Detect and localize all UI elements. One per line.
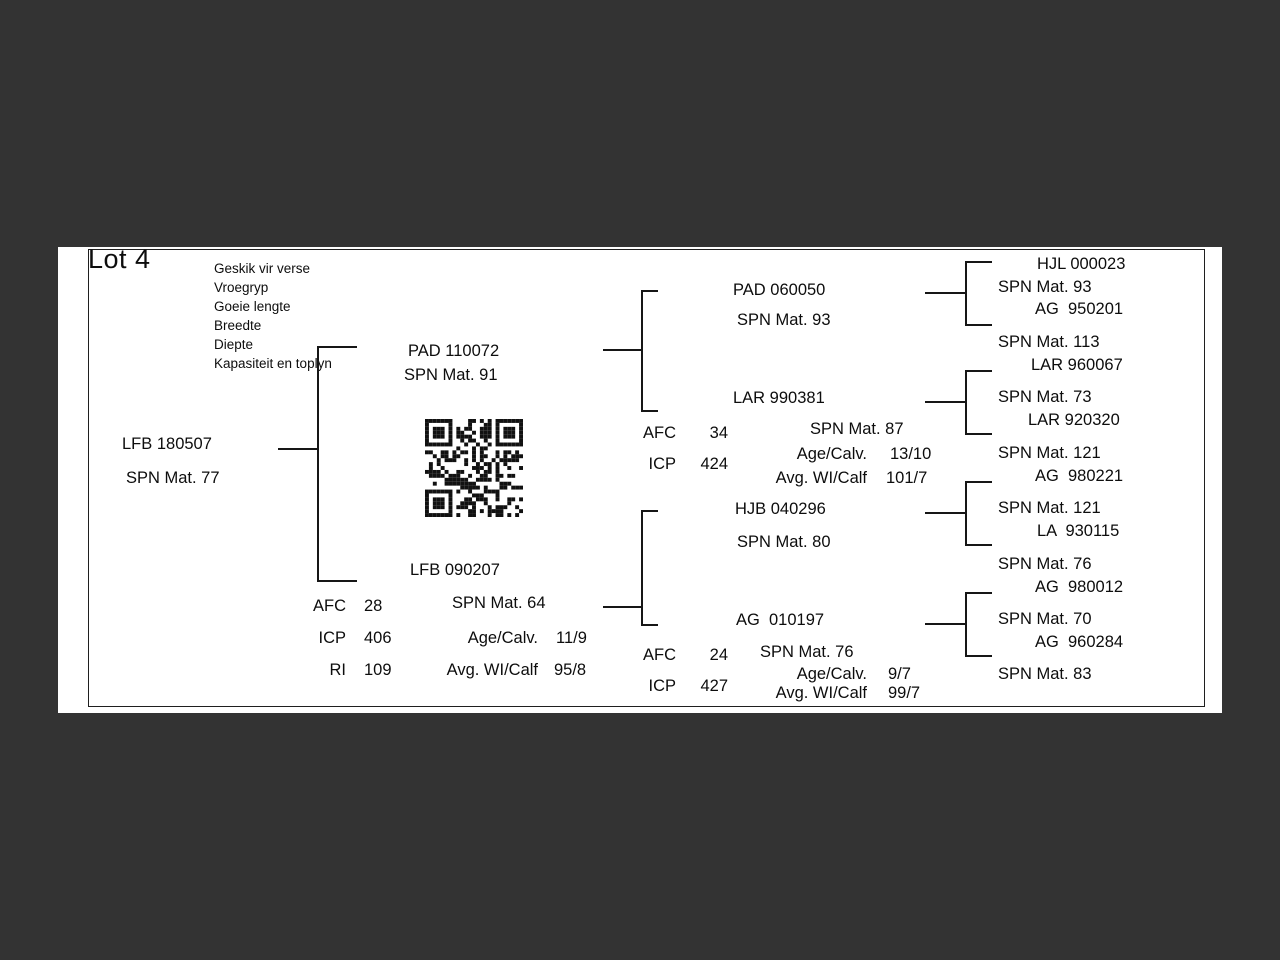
subject-spn: SPN Mat. 77	[126, 469, 220, 487]
pedigree-connector	[965, 261, 992, 326]
note-line: Goeie lengte	[214, 299, 291, 314]
dam-ri-value: 109	[364, 661, 392, 679]
gp-dam-sire-name: HJB 040296	[735, 500, 826, 518]
ggp-spn: SPN Mat. 76	[998, 555, 1092, 573]
dam-name: LFB 090207	[410, 561, 500, 579]
note-line: Geskik vir verse	[214, 261, 311, 276]
ggp-spn: SPN Mat. 83	[998, 665, 1092, 683]
pedigree-connector	[965, 481, 992, 546]
dam-agecalv-label: Age/Calv.	[467, 629, 538, 647]
pedigree-connector	[925, 292, 965, 294]
dam-avgwi-value: 95/8	[554, 661, 587, 679]
ggp-name: AG 980012	[1035, 578, 1124, 596]
pedigree-connector	[278, 448, 317, 450]
sire-icp-value: 424	[700, 455, 728, 473]
sire-afc-value: 34	[709, 424, 728, 442]
sire-avgwi-value: 101/7	[886, 469, 928, 487]
damside-avgwi-value: 99/7	[888, 684, 921, 702]
sire-spn: SPN Mat. 91	[404, 366, 498, 384]
ggp-name: AG 950201	[1035, 300, 1124, 318]
dam-agecalv-value: 11/9	[556, 629, 587, 647]
damside-afc-label: AFC	[643, 646, 676, 664]
damside-afc-value: 24	[709, 646, 728, 664]
ggp-spn: SPN Mat. 121	[998, 499, 1101, 517]
dam-ri-label: RI	[329, 661, 347, 679]
gp-dam-dam-name: AG 010197	[736, 611, 825, 629]
ggp-name: AG 960284	[1035, 633, 1124, 651]
catalog-page: Lot 4 Geskik vir verse Vroegryp Goeie le…	[58, 244, 1222, 713]
ggp-name: LAR 920320	[1028, 411, 1120, 429]
damside-icp-label: ICP	[648, 677, 676, 695]
gp-dam-sire-spn: SPN Mat. 80	[737, 533, 831, 551]
ggp-name: LAR 960067	[1031, 356, 1123, 374]
ggp-name: HJL 000023	[1037, 255, 1126, 273]
gp-sire-dam-spn: SPN Mat. 87	[810, 420, 904, 438]
dam-afc-label: AFC	[313, 597, 346, 615]
sire-agecalv-value: 13/10	[890, 445, 932, 463]
ggp-name: AG 980221	[1035, 467, 1124, 485]
pedigree-connector	[925, 401, 965, 403]
ggp-spn: SPN Mat. 70	[998, 610, 1092, 628]
ggp-name: LA 930115	[1037, 522, 1120, 540]
gp-dam-dam-spn: SPN Mat. 76	[760, 643, 854, 661]
dam-afc-value: 28	[364, 597, 383, 615]
note-line: Breedte	[214, 318, 262, 333]
sire-avgwi-label: Avg. WI/Calf	[775, 469, 867, 487]
sire-icp-label: ICP	[648, 455, 676, 473]
pedigree-connector	[603, 349, 641, 351]
dam-icp-label: ICP	[318, 629, 346, 647]
gp-sire-dam-name: LAR 990381	[733, 389, 825, 407]
lot-title: Lot 4	[88, 244, 151, 274]
dam-icp-value: 406	[364, 629, 392, 647]
ggp-spn: SPN Mat. 113	[998, 333, 1100, 351]
sire-agecalv-label: Age/Calv.	[796, 445, 867, 463]
ggp-spn: SPN Mat. 93	[998, 278, 1092, 296]
pedigree-connector	[925, 623, 965, 625]
pedigree-connector	[641, 290, 658, 412]
note-line: Diepte	[214, 337, 254, 352]
qr-code-icon	[425, 419, 523, 517]
ggp-spn: SPN Mat. 73	[998, 388, 1092, 406]
gp-sire-sire-name: PAD 060050	[733, 281, 826, 299]
pedigree-connector	[965, 592, 992, 657]
damside-avgwi-label: Avg. WI/Calf	[775, 684, 867, 702]
dam-spn: SPN Mat. 64	[452, 594, 546, 612]
note-line: Vroegryp	[214, 280, 269, 295]
note-line: Kapasiteit en toplyn	[214, 356, 332, 371]
damside-agecalv-label: Age/Calv.	[796, 665, 867, 683]
damside-icp-value: 427	[700, 677, 728, 695]
pedigree-connector	[641, 510, 658, 626]
sire-afc-label: AFC	[643, 424, 676, 442]
damside-agecalv-value: 9/7	[888, 665, 911, 683]
dam-avgwi-label: Avg. WI/Calf	[446, 661, 538, 679]
pedigree-connector	[925, 512, 965, 514]
ggp-spn: SPN Mat. 121	[998, 444, 1101, 462]
pedigree-connector	[965, 370, 992, 435]
subject-name: LFB 180507	[122, 435, 212, 453]
sire-name: PAD 110072	[408, 342, 500, 360]
pedigree-connector	[317, 346, 357, 582]
gp-sire-sire-spn: SPN Mat. 93	[737, 311, 831, 329]
pedigree-connector	[603, 606, 641, 608]
page-frame	[88, 249, 1205, 707]
